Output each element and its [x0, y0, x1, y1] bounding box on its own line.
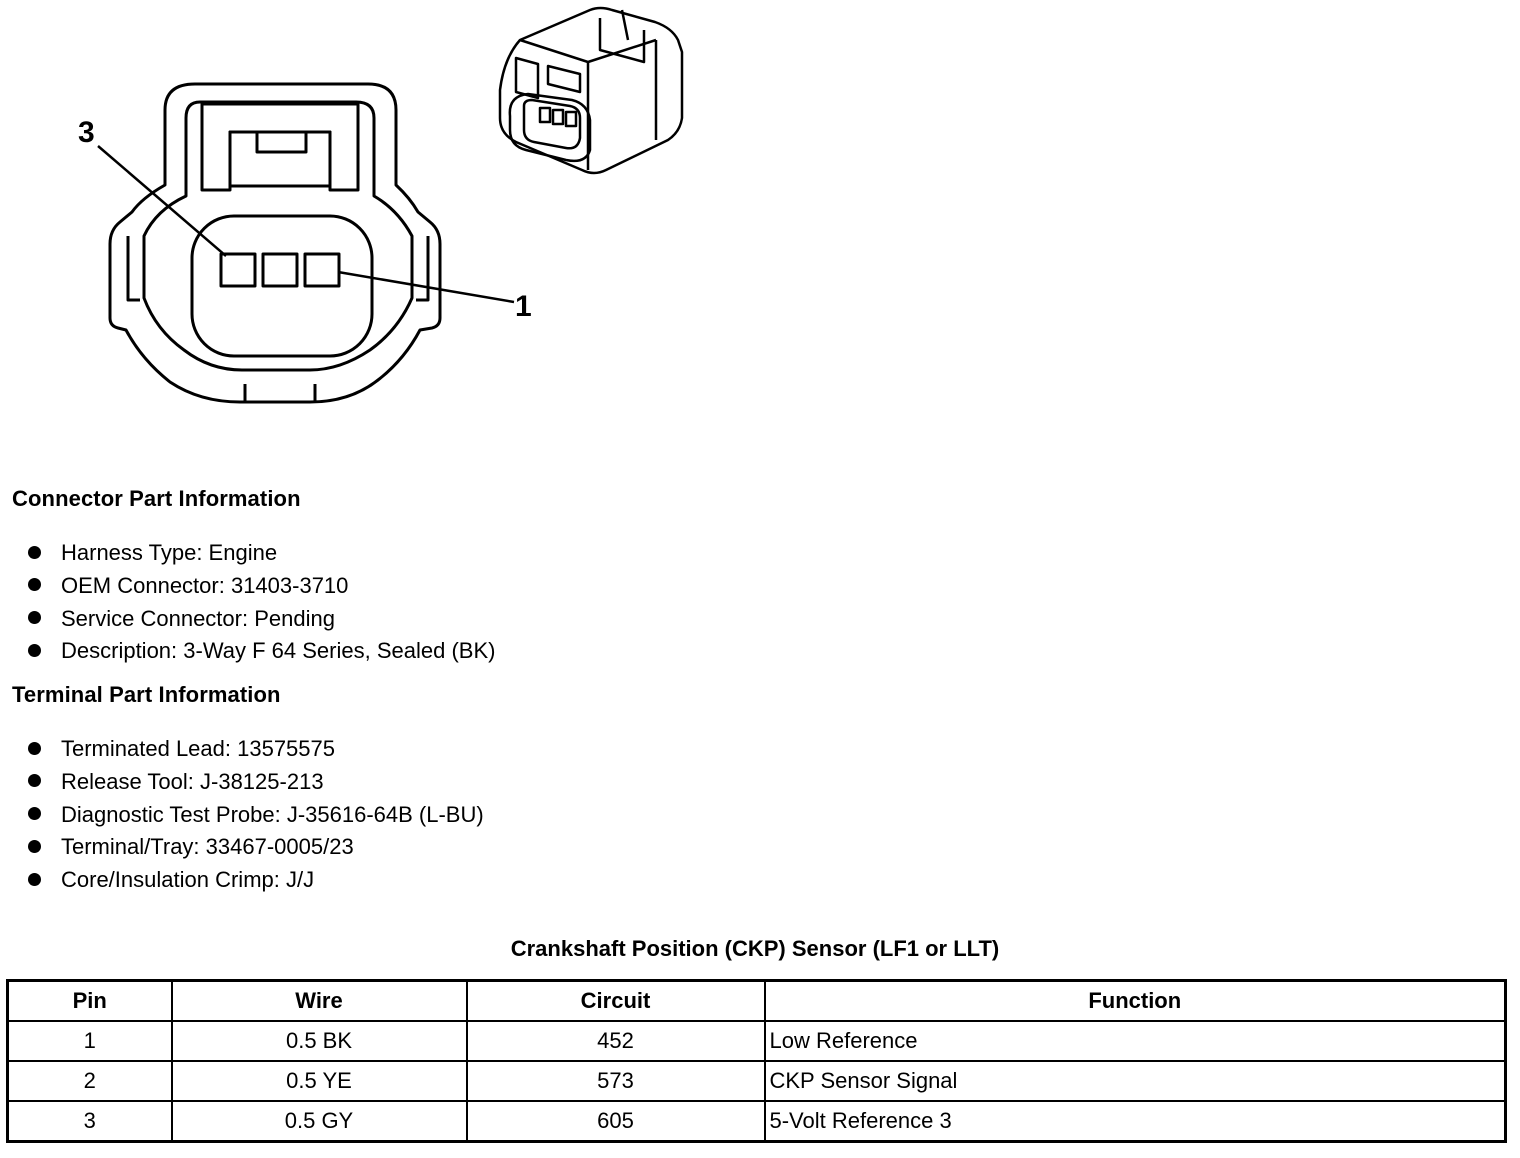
- cell-function: 5-Volt Reference 3: [763, 1100, 1507, 1143]
- cell-wire: 0.5 YE: [170, 1060, 468, 1102]
- pin-cavity-2: [261, 252, 299, 288]
- bullet-icon: [28, 840, 41, 854]
- connector-face-outline: [108, 82, 442, 404]
- column-header-circuit: Circuit: [465, 979, 766, 1022]
- connector-latch: [200, 102, 360, 192]
- table-row: 3 0.5 GY 605 5-Volt Reference 3: [6, 1100, 1507, 1143]
- connector-diagram: 3 1: [78, 6, 684, 404]
- cell-function: Low Reference: [763, 1020, 1507, 1062]
- bullet-icon: [28, 644, 41, 658]
- terminal-cavity-window: [190, 214, 374, 358]
- cell-circuit: 605: [465, 1100, 766, 1143]
- pin-cavity-3: [219, 252, 257, 288]
- cell-pin: 1: [6, 1020, 173, 1062]
- list-item: OEM Connector: 31403-3710: [28, 570, 495, 603]
- list-item: Description: 3-Way F 64 Series, Sealed (…: [28, 635, 495, 668]
- list-item: Terminated Lead: 13575575: [28, 733, 484, 766]
- terminal-info-list: Terminated Lead: 13575575 Release Tool: …: [28, 733, 484, 897]
- table-header-row: Pin Wire Circuit Function: [6, 979, 1507, 1022]
- cell-pin: 2: [6, 1060, 173, 1102]
- list-item: Core/Insulation Crimp: J/J: [28, 864, 484, 897]
- list-item: Terminal/Tray: 33467-0005/23: [28, 831, 484, 864]
- connector-info-title: Connector Part Information: [12, 486, 301, 511]
- table-row: 2 0.5 YE 573 CKP Sensor Signal: [6, 1060, 1507, 1102]
- bullet-icon: [28, 545, 41, 559]
- terminal-info-title: Terminal Part Information: [12, 682, 281, 707]
- cell-circuit: 573: [465, 1060, 766, 1102]
- cell-wire: 0.5 GY: [170, 1100, 468, 1143]
- callout-pin-1: 1: [515, 290, 532, 323]
- cell-circuit: 452: [465, 1020, 766, 1062]
- bullet-icon: [28, 578, 41, 592]
- cell-pin: 3: [6, 1100, 173, 1143]
- pin-table-caption: Crankshaft Position (CKP) Sensor (LF1 or…: [510, 936, 1000, 961]
- column-header-function: Function: [763, 979, 1507, 1022]
- connector-info-list: Harness Type: Engine OEM Connector: 3140…: [28, 537, 495, 668]
- bullet-icon: [28, 774, 41, 788]
- bullet-icon: [28, 741, 41, 755]
- list-item: Service Connector: Pending: [28, 603, 495, 636]
- list-item: Release Tool: J-38125-213: [28, 766, 484, 799]
- bullet-icon: [28, 611, 41, 625]
- list-item: Diagnostic Test Probe: J-35616-64B (L-BU…: [28, 799, 484, 832]
- cell-wire: 0.5 BK: [170, 1020, 468, 1062]
- column-header-wire: Wire: [170, 979, 468, 1022]
- bullet-icon: [28, 807, 41, 821]
- pin-cavity-1: [303, 252, 341, 288]
- connector-3d-illustration: [498, 6, 684, 175]
- bullet-icon: [28, 872, 41, 886]
- callout-pin-3: 3: [78, 116, 95, 149]
- pin-table: Pin Wire Circuit Function 1 0.5 BK 452 L…: [6, 979, 1507, 1143]
- cell-function: CKP Sensor Signal: [763, 1060, 1507, 1102]
- connector-inner-contour: [142, 100, 414, 372]
- list-item: Harness Type: Engine: [28, 537, 495, 570]
- table-row: 1 0.5 BK 452 Low Reference: [6, 1020, 1507, 1062]
- column-header-pin: Pin: [6, 979, 173, 1022]
